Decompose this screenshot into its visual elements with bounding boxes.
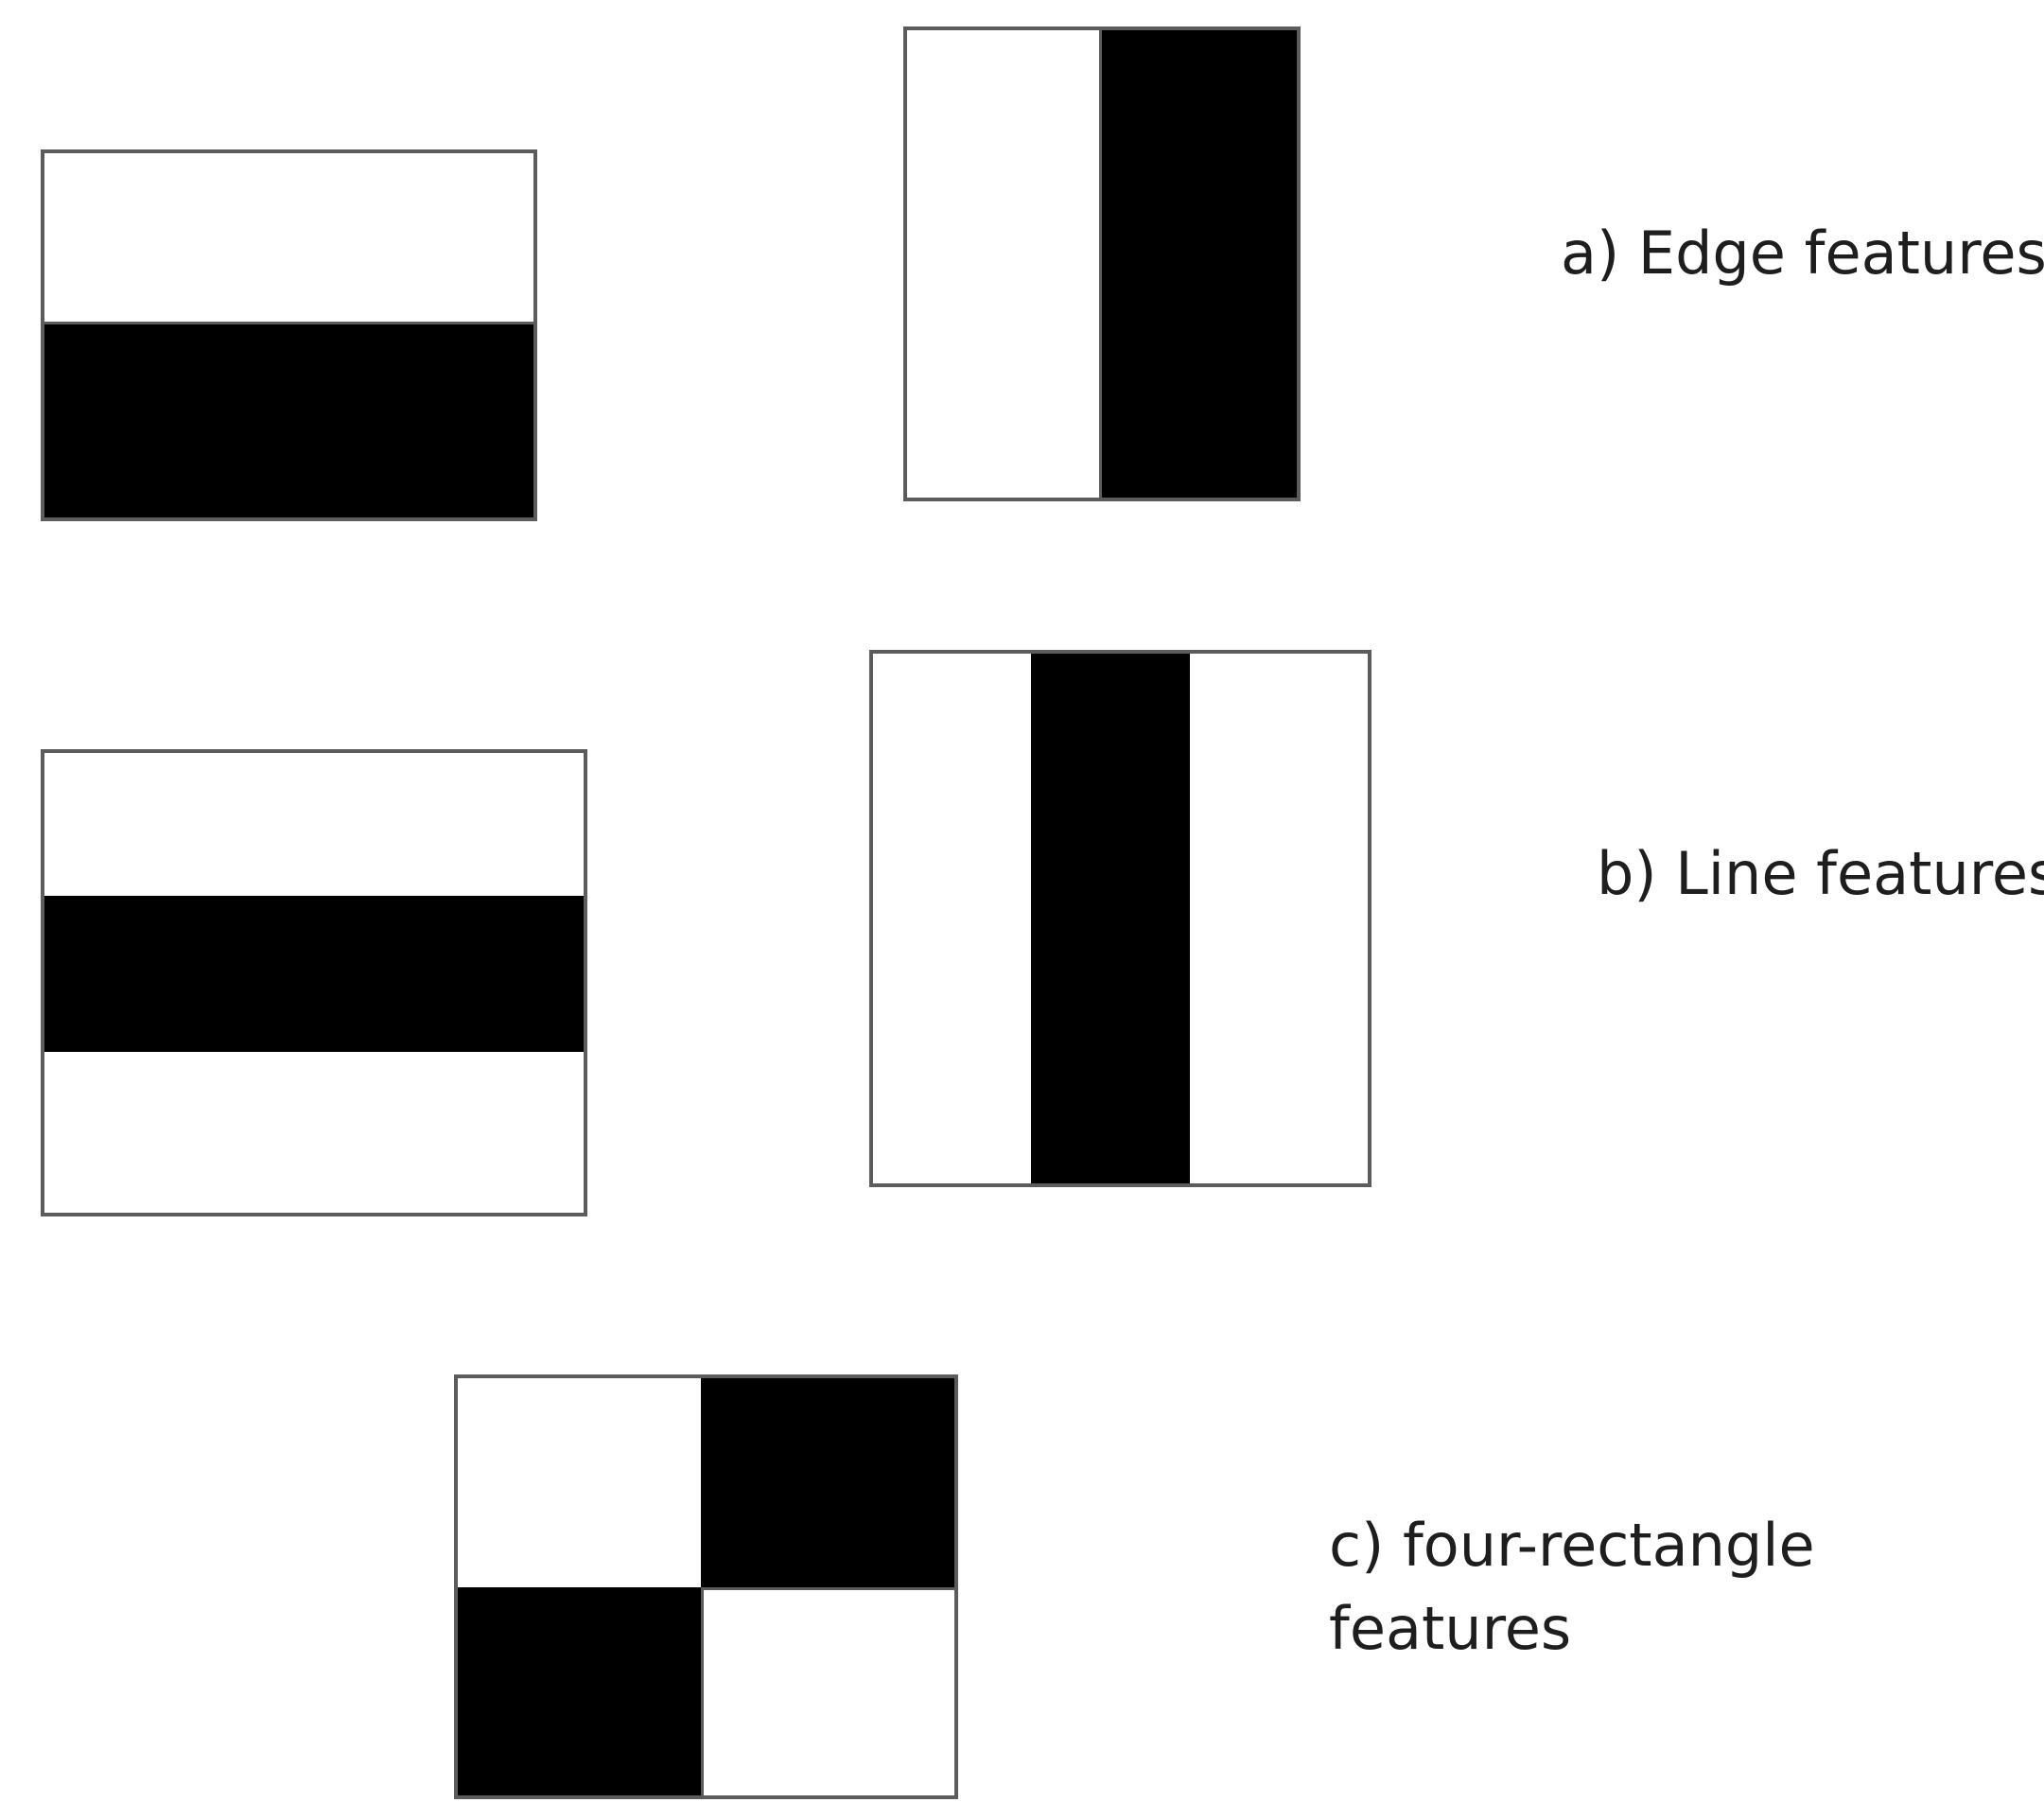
edge-feature-horizontal-black-region (44, 324, 533, 517)
line-feature-horizontal (41, 749, 587, 1216)
line-feature-horizontal-black-band (44, 895, 584, 1052)
line-feature-vertical-right-white (1189, 654, 1368, 1183)
edge-features-label: a) Edge features (1561, 219, 2044, 288)
edge-feature-horizontal-white-region (44, 153, 533, 324)
line-features-label: b) Line features (1597, 839, 2044, 908)
edge-feature-vertical-white-region (907, 30, 1102, 498)
four-rectangle-bottom-right-white (701, 1586, 954, 1795)
line-feature-vertical-black-band (1031, 654, 1190, 1183)
four-rectangle-top-left-white (458, 1378, 702, 1587)
edge-feature-vertical (903, 26, 1301, 501)
four-rectangle-features-label-line2: features (1329, 1594, 1572, 1663)
four-rectangle-features-label-line1: c) four-rectangle (1329, 1511, 1815, 1580)
four-rectangle-features-label: c) four-rectangle features (1329, 1504, 1815, 1671)
line-feature-vertical (869, 650, 1371, 1187)
line-feature-horizontal-bottom-white (44, 1051, 584, 1213)
line-feature-vertical-left-white (873, 654, 1032, 1183)
four-rectangle-top-right-black (701, 1378, 954, 1587)
edge-feature-vertical-black-region (1102, 30, 1297, 498)
line-feature-horizontal-top-white (44, 753, 584, 896)
four-rectangle-feature (454, 1374, 958, 1799)
edge-feature-horizontal (41, 149, 537, 521)
four-rectangle-bottom-left-black (458, 1586, 702, 1795)
